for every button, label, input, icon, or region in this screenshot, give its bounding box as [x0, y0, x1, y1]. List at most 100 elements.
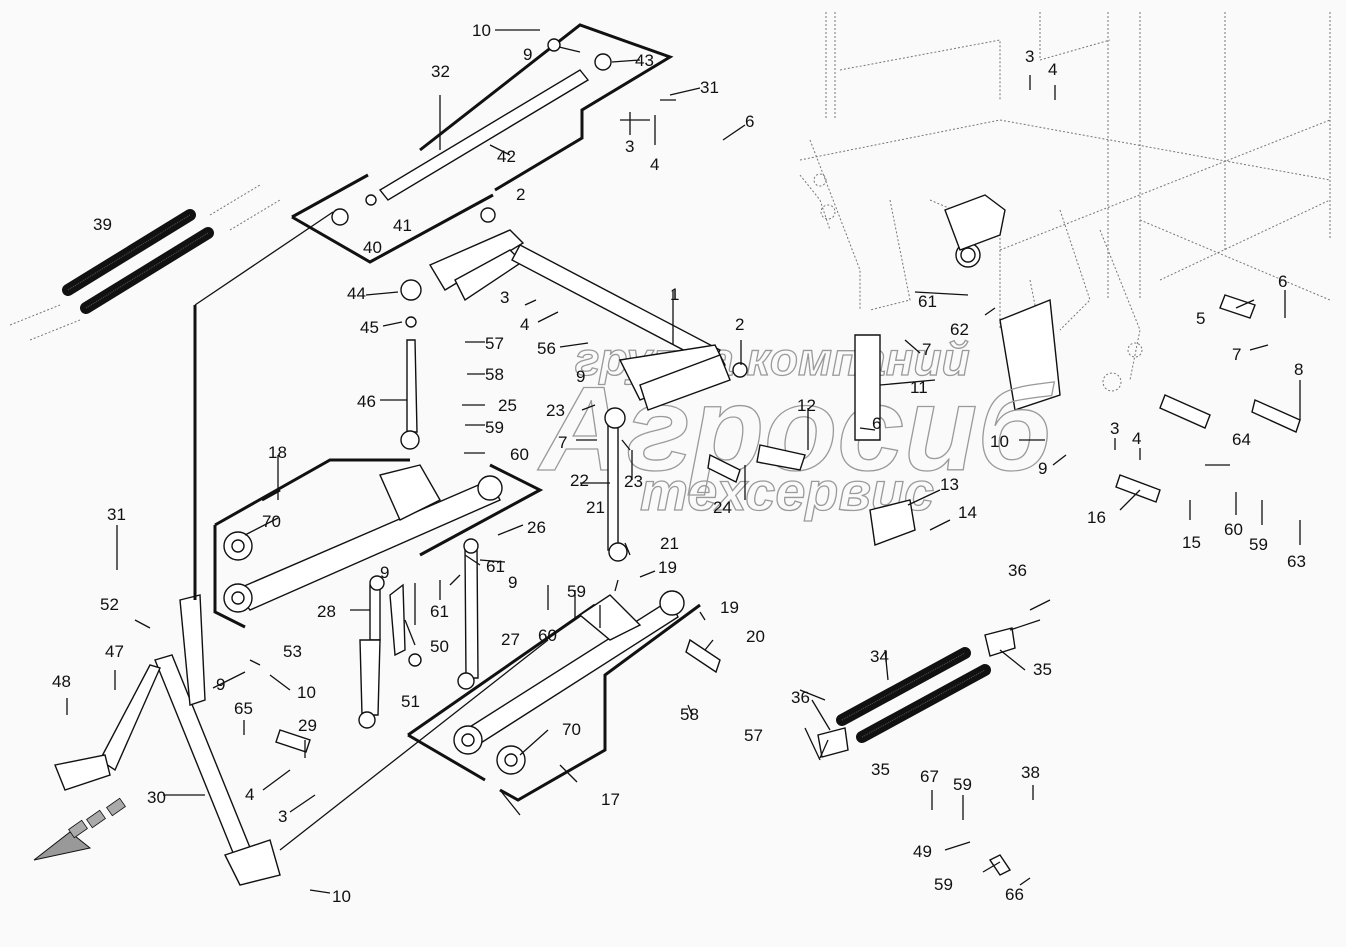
callout-19b[interactable]: 19 — [720, 598, 739, 617]
callout-24[interactable]: 24 — [713, 498, 732, 517]
callout-58[interactable]: 58 — [485, 365, 504, 384]
callout-53[interactable]: 53 — [283, 642, 302, 661]
callout-50[interactable]: 50 — [430, 637, 449, 656]
callout-16[interactable]: 16 — [1087, 508, 1106, 527]
callout-4c[interactable]: 4 — [1048, 60, 1057, 79]
callout-64[interactable]: 64 — [1232, 430, 1251, 449]
callout-70[interactable]: 70 — [262, 512, 281, 531]
callout-22[interactable]: 22 — [570, 471, 589, 490]
callout-42[interactable]: 42 — [497, 147, 516, 166]
callout-31[interactable]: 31 — [700, 78, 719, 97]
callout-59[interactable]: 59 — [485, 418, 504, 437]
callout-31b[interactable]: 31 — [107, 505, 126, 524]
callout-9b[interactable]: 9 — [576, 367, 585, 386]
callout-61[interactable]: 61 — [918, 292, 937, 311]
callout-59e[interactable]: 59 — [934, 875, 953, 894]
callout-46[interactable]: 46 — [357, 392, 376, 411]
callout-23[interactable]: 23 — [546, 401, 565, 420]
callout-3e[interactable]: 3 — [278, 807, 287, 826]
callout-40[interactable]: 40 — [363, 238, 382, 257]
callout-65[interactable]: 65 — [234, 699, 253, 718]
callout-11[interactable]: 11 — [910, 378, 928, 397]
callout-38[interactable]: 38 — [1021, 763, 1040, 782]
callout-10c[interactable]: 10 — [297, 683, 316, 702]
callout-9c[interactable]: 9 — [380, 563, 389, 582]
callout-60[interactable]: 60 — [510, 445, 529, 464]
callout-4e[interactable]: 4 — [245, 785, 254, 804]
callout-21[interactable]: 21 — [586, 498, 605, 517]
callout-45[interactable]: 45 — [360, 318, 379, 337]
callout-58b[interactable]: 58 — [680, 705, 699, 724]
callout-17[interactable]: 17 — [601, 790, 620, 809]
callout-43[interactable]: 43 — [635, 51, 654, 70]
callout-39[interactable]: 39 — [93, 215, 112, 234]
callout-19[interactable]: 19 — [658, 558, 677, 577]
callout-9f[interactable]: 9 — [216, 675, 225, 694]
callout-14[interactable]: 14 — [958, 503, 977, 522]
callout-48[interactable]: 48 — [52, 672, 71, 691]
callout-6c[interactable]: 6 — [872, 414, 881, 433]
callout-52[interactable]: 52 — [100, 595, 119, 614]
callout-27[interactable]: 27 — [501, 630, 520, 649]
callout-28[interactable]: 28 — [317, 602, 336, 621]
callout-62[interactable]: 62 — [950, 320, 969, 339]
callout-56[interactable]: 56 — [537, 339, 556, 358]
callout-12[interactable]: 12 — [797, 396, 816, 415]
callout-35[interactable]: 35 — [1033, 660, 1052, 679]
callout-23b[interactable]: 23 — [624, 472, 643, 491]
callout-49[interactable]: 49 — [913, 842, 932, 861]
callout-3d[interactable]: 3 — [1110, 419, 1119, 438]
callout-47[interactable]: 47 — [105, 642, 124, 661]
callout-60c[interactable]: 60 — [1224, 520, 1243, 539]
callout-5[interactable]: 5 — [1196, 309, 1205, 328]
callout-26[interactable]: 26 — [527, 518, 546, 537]
callout-7[interactable]: 7 — [1232, 345, 1241, 364]
callout-9[interactable]: 9 — [523, 45, 532, 64]
callout-32[interactable]: 32 — [431, 62, 450, 81]
callout-10d[interactable]: 10 — [332, 887, 351, 906]
callout-34[interactable]: 34 — [870, 647, 889, 666]
callout-3c[interactable]: 3 — [1025, 47, 1034, 66]
callout-25[interactable]: 25 — [498, 396, 517, 415]
callout-4d[interactable]: 4 — [1132, 429, 1141, 448]
callout-29[interactable]: 29 — [298, 716, 317, 735]
callout-36b[interactable]: 36 — [791, 688, 810, 707]
callout-18[interactable]: 18 — [268, 443, 287, 462]
callout-7b[interactable]: 7 — [922, 340, 931, 359]
callout-1[interactable]: 1 — [670, 285, 679, 304]
callout-9e[interactable]: 9 — [1038, 459, 1047, 478]
callout-66[interactable]: 66 — [1005, 885, 1024, 904]
callout-30[interactable]: 30 — [147, 788, 166, 807]
callout-41[interactable]: 41 — [393, 216, 412, 235]
callout-4b[interactable]: 4 — [650, 155, 659, 174]
callout-2[interactable]: 2 — [516, 185, 525, 204]
callout-9d[interactable]: 9 — [508, 573, 517, 592]
callout-57b[interactable]: 57 — [744, 726, 763, 745]
callout-2b[interactable]: 2 — [735, 315, 744, 334]
callout-36[interactable]: 36 — [1008, 561, 1027, 580]
callout-59b[interactable]: 59 — [567, 582, 586, 601]
callout-59d[interactable]: 59 — [953, 775, 972, 794]
callout-8[interactable]: 8 — [1294, 360, 1303, 379]
callout-51[interactable]: 51 — [401, 692, 420, 711]
callout-61b[interactable]: 61 — [486, 557, 505, 576]
callout-10[interactable]: 10 — [472, 21, 491, 40]
callout-6[interactable]: 6 — [745, 112, 754, 131]
callout-44[interactable]: 44 — [347, 284, 366, 303]
callout-21b[interactable]: 21 — [660, 534, 679, 553]
callout-13[interactable]: 13 — [940, 475, 959, 494]
callout-3b[interactable]: 3 — [625, 137, 634, 156]
callout-35b[interactable]: 35 — [871, 760, 890, 779]
callout-20[interactable]: 20 — [746, 627, 765, 646]
callout-15[interactable]: 15 — [1182, 533, 1201, 552]
callout-3[interactable]: 3 — [500, 288, 509, 307]
callout-60b[interactable]: 60 — [538, 626, 557, 645]
callout-10b[interactable]: 10 — [990, 432, 1009, 451]
callout-61c[interactable]: 61 — [430, 602, 449, 621]
callout-59c[interactable]: 59 — [1249, 535, 1268, 554]
callout-70b[interactable]: 70 — [562, 720, 581, 739]
callout-63[interactable]: 63 — [1287, 552, 1306, 571]
callout-67[interactable]: 67 — [920, 767, 939, 786]
callout-4[interactable]: 4 — [520, 315, 529, 334]
callout-7c[interactable]: 7 — [558, 433, 567, 452]
